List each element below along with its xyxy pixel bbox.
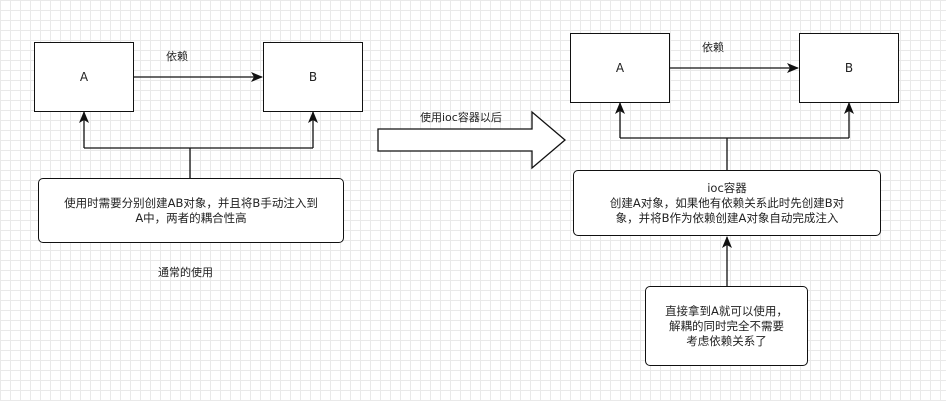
right-box-a: A [570,33,670,103]
right-note-line-1: 直接拿到A就可以使用， [665,303,788,318]
left-note-line-2: A中，两者的耦合性高 [135,210,247,225]
right-box-b: B [799,33,899,103]
left-box-a-label: A [79,70,89,84]
transition-block-arrow [377,110,567,170]
left-note-box: 使用时需要分别创建AB对象，并且将B手动注入到 A中，两者的耦合性高 [38,178,344,243]
ioc-title: ioc容器 [707,180,747,195]
right-box-b-label: B [844,61,854,75]
ioc-container-box: ioc容器 创建A对象，如果他有依赖关系此时先创建B对 象，并将B作为依赖创建A… [573,170,881,236]
left-note-line-1: 使用时需要分别创建AB对象，并且将B手动注入到 [64,195,318,210]
right-note-box: 直接拿到A就可以使用， 解耦的同时完全不需要 考虑依赖关系了 [645,286,808,366]
left-dependency-label: 依赖 [166,50,188,63]
ioc-line-1: 创建A对象，如果他有依赖关系此时先创建B对 [609,195,845,210]
left-box-a: A [34,42,134,112]
right-box-a-label: A [615,61,625,75]
transition-label: 使用ioc容器以后 [420,111,502,124]
left-caption: 通常的使用 [158,266,213,279]
right-dependency-label: 依赖 [702,41,724,54]
ioc-line-2: 象，并将B作为依赖创建A对象自动完成注入 [615,210,839,225]
left-box-b: B [263,42,363,112]
left-box-b-label: B [308,70,318,84]
right-note-line-2: 解耦的同时完全不需要 [669,318,784,333]
right-note-line-3: 考虑依赖关系了 [686,333,767,348]
